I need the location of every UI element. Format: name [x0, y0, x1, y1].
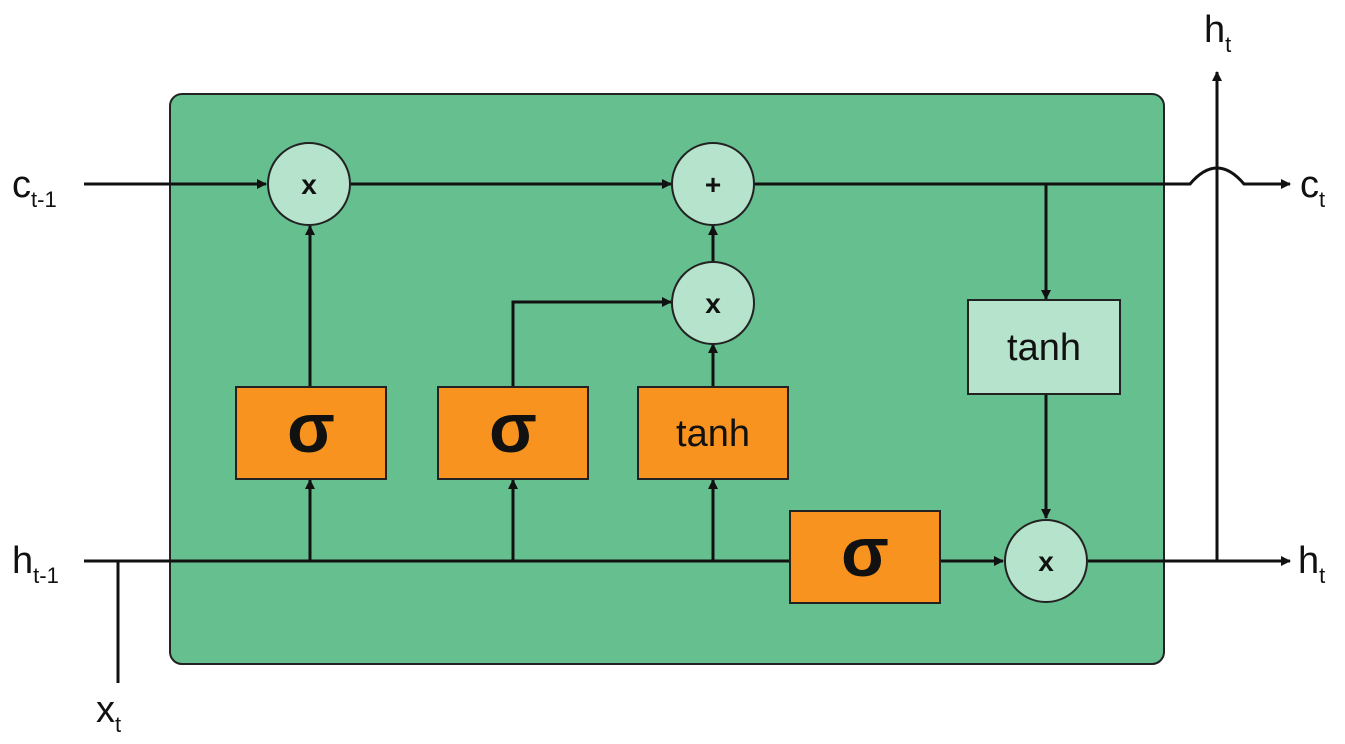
- input-gate: σ: [437, 386, 589, 480]
- output-gate: σ: [789, 510, 941, 604]
- add-op: +: [671, 142, 755, 226]
- connections: [84, 71, 1291, 683]
- forget-gate: σ: [235, 386, 387, 480]
- h-out-label: ht: [1298, 540, 1325, 588]
- candidate-gate: tanh: [637, 386, 789, 480]
- cell-tanh-box: tanh: [967, 299, 1121, 395]
- candidate-gate-label: tanh: [676, 413, 750, 455]
- h-prev-label: ht-1: [12, 540, 59, 588]
- cell-tanh-label: tanh: [1007, 327, 1081, 369]
- forget-multiply-op: x: [267, 142, 351, 226]
- add-symbol: +: [705, 169, 721, 200]
- forget-multiply-symbol: x: [301, 169, 317, 200]
- input-multiply-symbol: x: [705, 288, 721, 319]
- x-input-label: xt: [96, 689, 121, 737]
- c-prev-label: ct-1: [12, 164, 57, 212]
- h-top-label: ht: [1204, 9, 1231, 57]
- input-gate-arrow: [511, 297, 672, 387]
- c-out-label: ct: [1300, 164, 1325, 212]
- output-multiply-symbol: x: [1038, 546, 1054, 577]
- forget-gate-label: σ: [287, 389, 335, 467]
- output-gate-label: σ: [841, 513, 889, 591]
- input-gate-label: σ: [489, 389, 537, 467]
- input-multiply-op: x: [671, 261, 755, 345]
- output-multiply-op: x: [1004, 519, 1088, 603]
